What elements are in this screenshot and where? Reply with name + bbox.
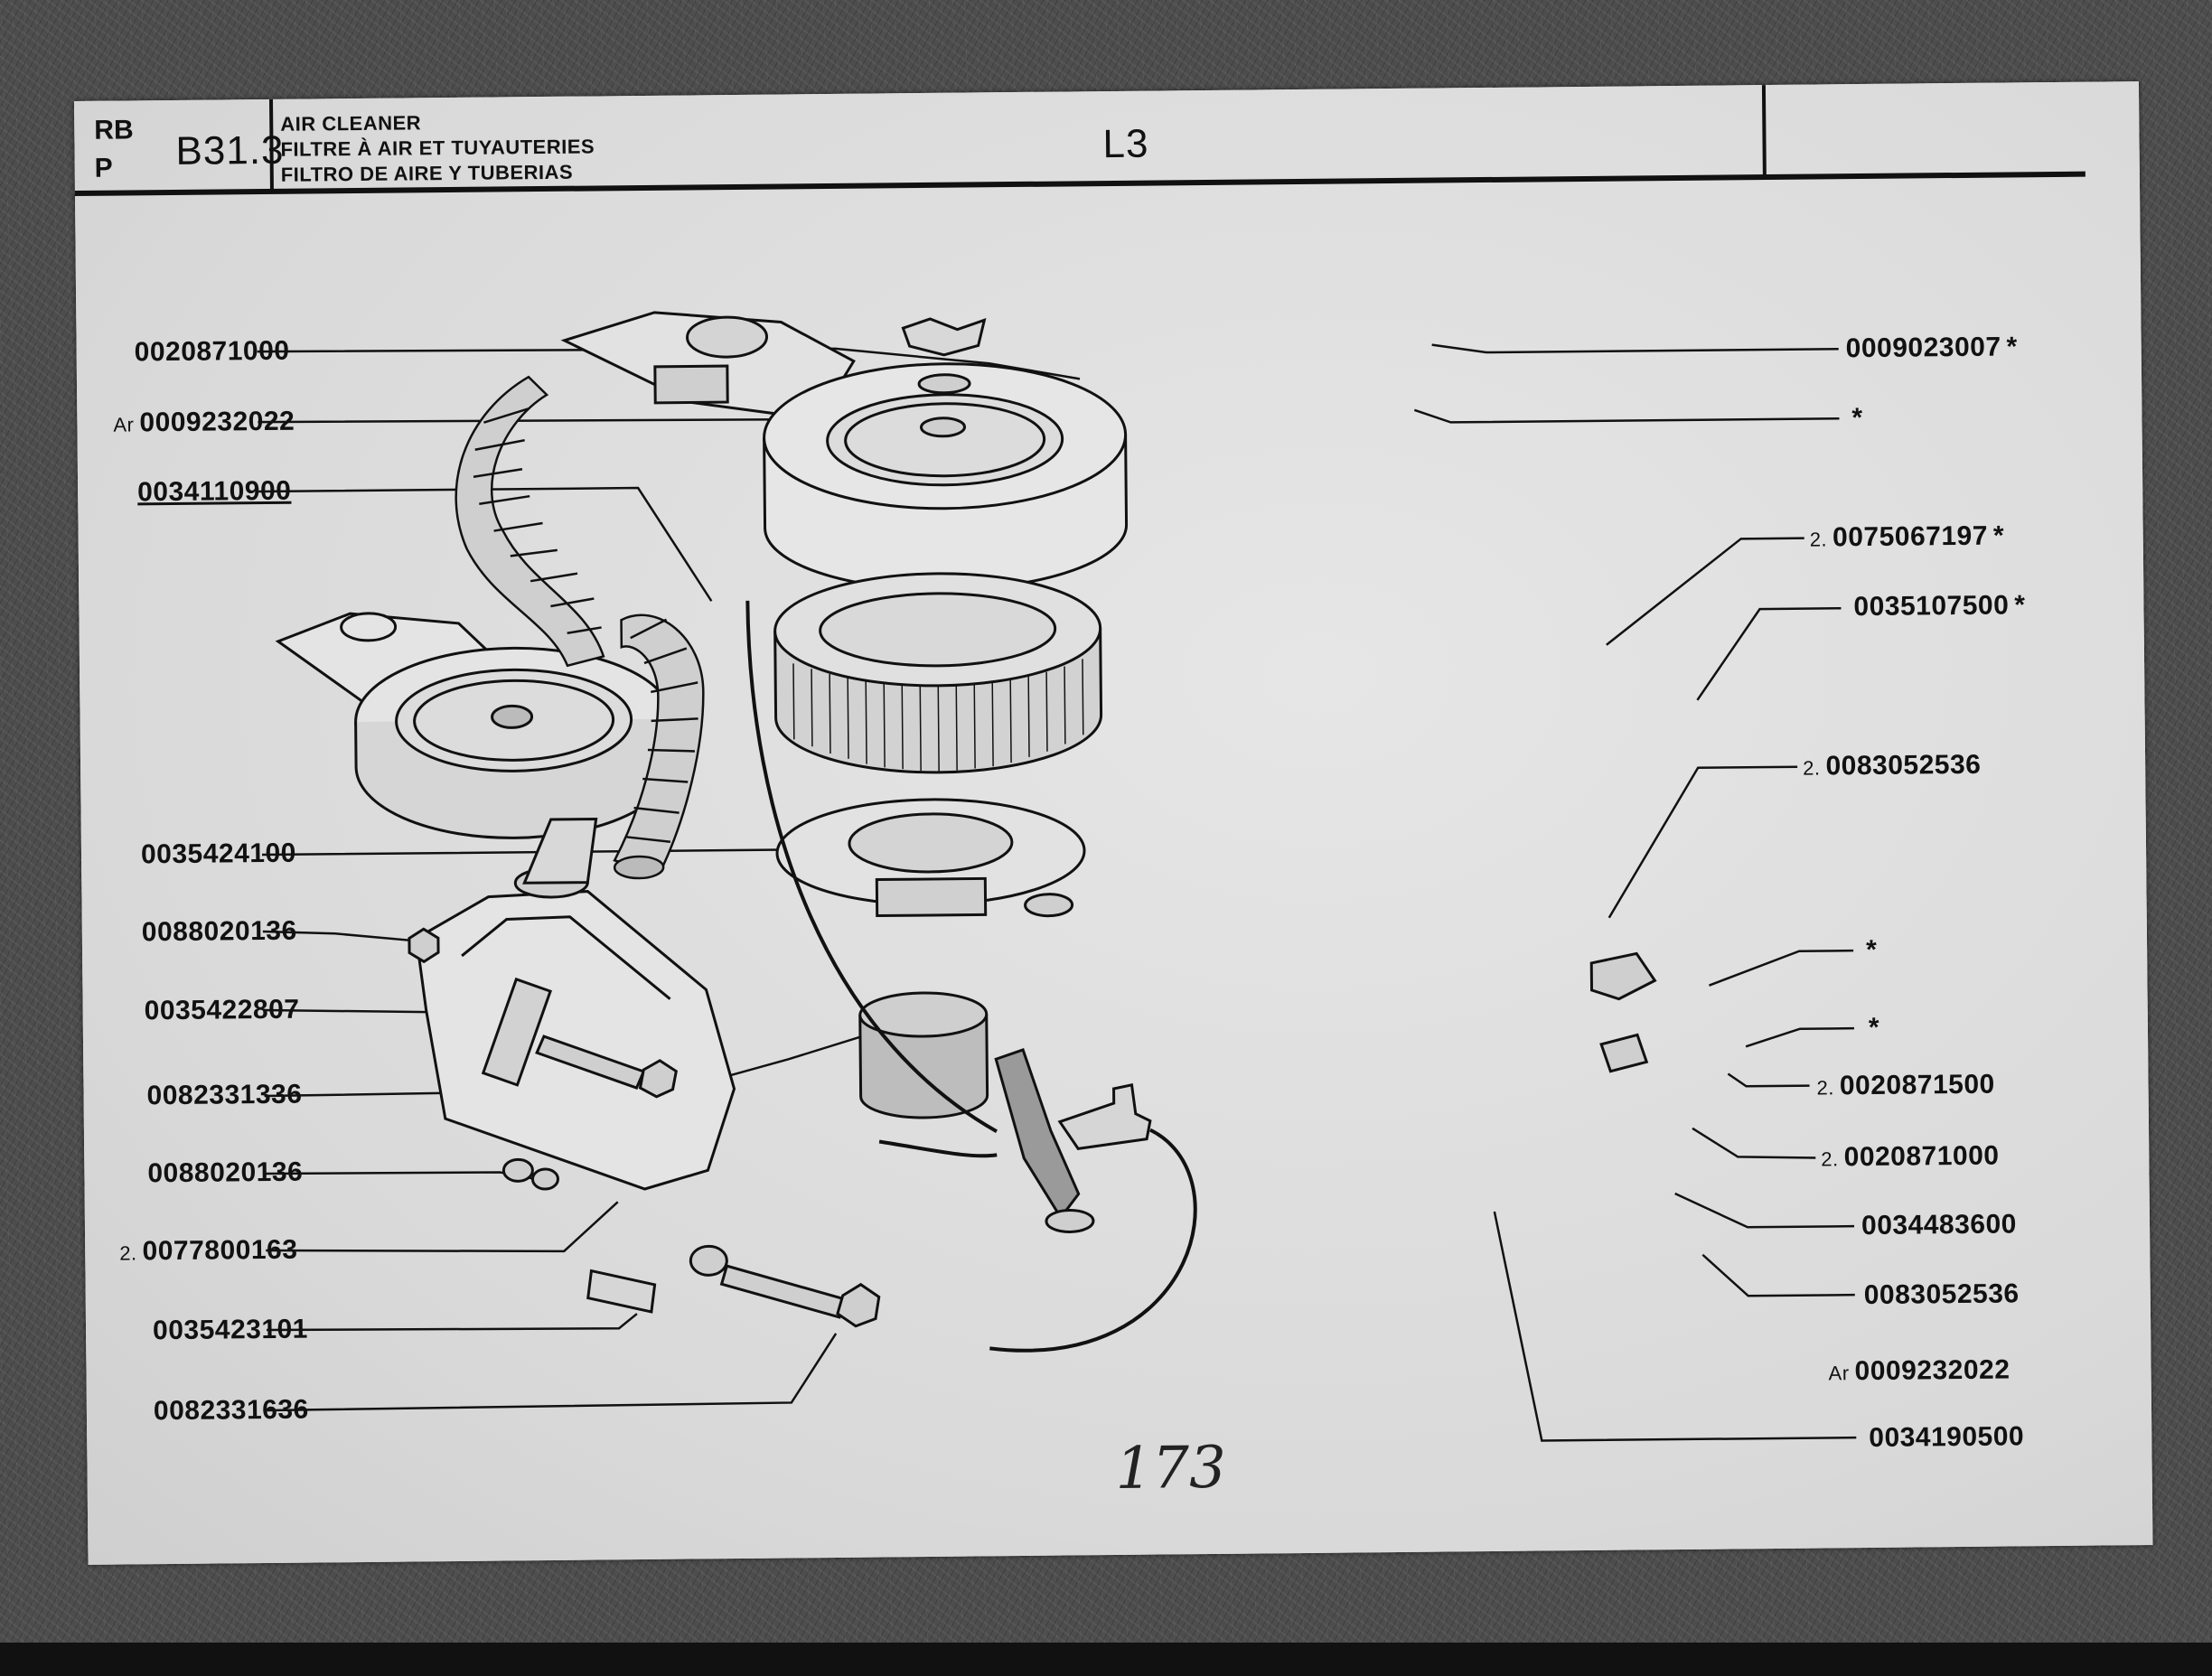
bolts-and-nuts	[408, 927, 881, 1328]
intake-manifold	[560, 311, 856, 421]
rubber-hose	[994, 1048, 1095, 1233]
vent-valve	[1589, 951, 1657, 1073]
filter-base	[775, 798, 1086, 918]
foam-filter	[858, 991, 989, 1119]
assembled-air-cleaner	[275, 612, 674, 839]
corrugated-hose-lower	[613, 613, 705, 880]
hose-clamp	[1024, 893, 1074, 918]
scan-border	[0, 1643, 2212, 1676]
washer	[917, 373, 971, 395]
header-rules	[74, 85, 2085, 196]
filter-element	[773, 572, 1103, 774]
tee-fitting	[1057, 1083, 1152, 1151]
wing-nut	[901, 317, 987, 357]
corrugated-hose-upper	[455, 375, 605, 668]
air-cleaner-cover	[763, 362, 1129, 592]
leader-lines	[257, 343, 1857, 1442]
exploded-diagram	[74, 85, 2085, 1442]
breather-pipes	[745, 600, 1197, 1353]
mounting-bracket	[415, 817, 736, 1191]
parts-sheet: RB P B31.3 AIR CLEANER FILTRE À AIR ET T…	[74, 81, 2153, 1565]
